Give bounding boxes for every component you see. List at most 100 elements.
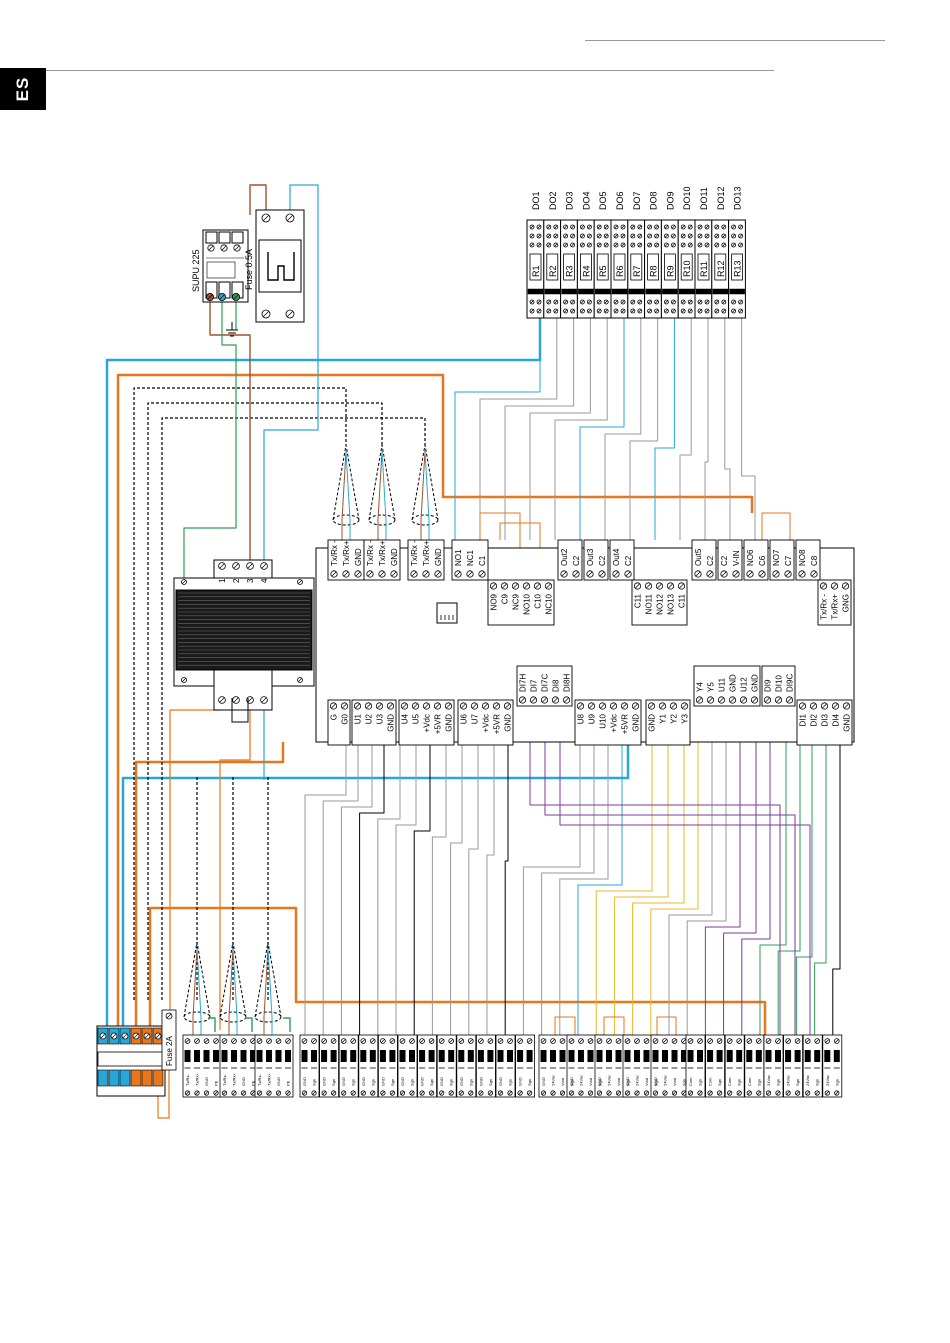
relay-signal-wire	[604, 318, 642, 540]
rail-clamp	[477, 1050, 484, 1062]
screw-slot	[597, 300, 601, 304]
controller-terminal-label: C2	[598, 555, 607, 566]
rail-terminal-label: Sgn	[410, 1079, 415, 1086]
controller-terminal-label: C1	[478, 555, 487, 566]
controller-terminal-label: U12	[740, 677, 749, 692]
twisted-pair-wire	[420, 450, 426, 550]
screw-slot	[546, 583, 551, 589]
screw-slot	[286, 1039, 290, 1043]
screw-slot	[520, 697, 525, 703]
rail-terminal-label: Sgn	[312, 1079, 317, 1086]
screw-slot	[247, 563, 253, 569]
screw-slot	[671, 309, 676, 313]
screw-slot	[625, 571, 631, 577]
screw-slot	[413, 703, 418, 709]
screw-slot	[647, 225, 652, 229]
screw-slot	[682, 1091, 686, 1095]
rail-terminal-label: Sgn	[717, 1079, 722, 1086]
screw-slot	[298, 580, 302, 584]
screw-slot	[524, 583, 529, 589]
screw-slot	[371, 1091, 375, 1095]
controller-port	[436, 602, 458, 624]
screw-slot	[757, 1091, 761, 1095]
screw-slot	[811, 703, 816, 709]
screw-slot	[530, 243, 534, 247]
screw-slot	[738, 243, 743, 247]
screw-slot	[498, 1091, 503, 1095]
rail-group-e	[783, 1034, 803, 1098]
screw-slot	[722, 309, 726, 313]
bottom-signal-wire	[541, 742, 595, 1035]
controller-terminal-label: DI2	[810, 713, 819, 726]
rail-group-e	[822, 1034, 843, 1098]
bus-terminal	[141, 1069, 153, 1087]
relay-bar	[662, 288, 678, 295]
controller-terminal-label: NO13	[667, 593, 676, 614]
screw-slot	[722, 243, 726, 247]
screw-slot	[654, 243, 659, 247]
controller-port-pins	[440, 615, 454, 620]
screw-slot	[638, 225, 642, 229]
relay-do-label: DO11	[699, 187, 709, 210]
screw-slot	[483, 703, 488, 709]
rail-terminal-label: Sgn	[795, 1079, 800, 1086]
rail-clamp	[448, 1050, 455, 1062]
relay-do-label: DO5	[598, 191, 608, 210]
relay-r-label: R4	[581, 265, 591, 277]
fuse-switch	[267, 252, 295, 281]
header-rule-main	[46, 70, 774, 71]
relay-r-label: R13	[733, 260, 743, 277]
orange-jumper-wire	[603, 1016, 625, 1040]
screw-slot	[541, 1039, 546, 1043]
cable-shield-outline	[254, 941, 282, 1018]
controller-terminal-label: C10	[534, 593, 543, 608]
controller-terminal-label: Tx/Rx -	[820, 594, 829, 620]
screw-slot	[498, 1039, 503, 1043]
bottom-signal-wire	[486, 742, 495, 1035]
relay-coil	[714, 253, 727, 281]
relay-do-label: DO8	[649, 191, 659, 210]
screw-slot	[579, 1039, 583, 1043]
screw-slot	[513, 583, 518, 589]
rail-clamp	[507, 1050, 513, 1062]
rail-clamp	[240, 1050, 247, 1062]
rail-clamp	[275, 1050, 282, 1062]
bottom-signal-wire	[504, 742, 509, 1035]
screw-slot	[688, 309, 692, 313]
controller-terminal-label: GND	[632, 714, 641, 732]
screw-slot	[638, 234, 642, 238]
relay-r-label: R10	[682, 260, 692, 277]
screw-slot	[625, 1039, 630, 1043]
screw-slot	[844, 703, 849, 709]
screw-slot	[530, 300, 534, 304]
screw-slot	[537, 225, 541, 229]
screw-slot	[785, 571, 791, 577]
screw-slot	[719, 697, 724, 703]
screw-slot	[563, 300, 568, 304]
screw-slot	[738, 225, 743, 229]
controller-terminal-label: NO10	[523, 593, 532, 614]
controller-terminal-label: C2	[720, 555, 729, 566]
screw-slot	[214, 1091, 218, 1095]
screw-slot	[647, 243, 652, 247]
screw-slot	[631, 243, 635, 247]
rail-clamp	[526, 1050, 533, 1062]
rail-terminal-label: 24Vac	[663, 1075, 668, 1086]
screw-slot	[579, 1091, 583, 1095]
screw-slot	[222, 1091, 227, 1095]
relay-coil	[613, 253, 626, 281]
screw-slot	[825, 1039, 830, 1043]
screw-slot	[554, 234, 558, 238]
rail-clamp	[321, 1050, 328, 1062]
screw-slot	[834, 1039, 839, 1043]
controller-terminal-label: NO1	[454, 549, 463, 566]
rail-clamp	[213, 1050, 219, 1062]
screw-slot	[698, 234, 702, 238]
screw-slot	[795, 1039, 800, 1043]
screw-slot	[331, 1091, 336, 1095]
cable-shield	[332, 514, 360, 526]
screw-slot	[822, 703, 827, 709]
rail-terminal-label: 24Vac	[766, 1075, 771, 1086]
screw-slot	[182, 580, 186, 584]
controller-terminal-label: Tx/Rx -	[330, 540, 339, 566]
